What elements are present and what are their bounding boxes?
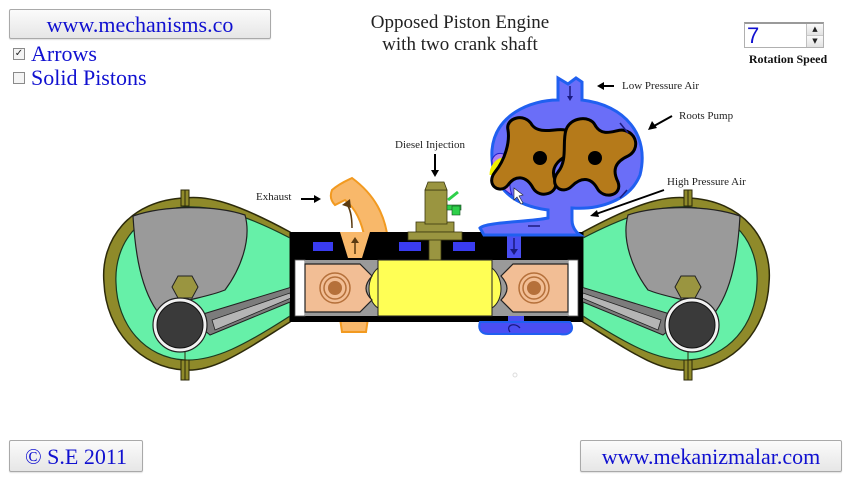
decrement-arrow-icon[interactable]: ▼ xyxy=(806,36,823,47)
left-crank-web xyxy=(132,207,248,317)
mekanizmalar-link-button[interactable]: www.mekanizmalar.com xyxy=(580,440,842,472)
left-crank-pin xyxy=(171,275,199,299)
mouse-cursor-icon xyxy=(513,187,524,205)
arrow-icon xyxy=(648,121,657,130)
arrows-checkbox[interactable]: ✓ xyxy=(13,48,25,60)
roots-pump-label: Roots Pump xyxy=(679,110,734,122)
rotation-speed-label: Rotation Speed xyxy=(748,52,828,66)
arrow-icon xyxy=(431,170,439,177)
arrow-icon xyxy=(314,195,321,203)
title-line-1: Opposed Piston Engine xyxy=(370,12,550,33)
right-crank-web xyxy=(625,207,741,317)
rotation-speed-stepper[interactable]: 7 ▲ ▼ xyxy=(744,22,824,48)
rotation-speed-value[interactable]: 7 xyxy=(747,23,760,48)
arrows-label: Arrows xyxy=(31,41,97,66)
right-crank-pin xyxy=(674,275,702,299)
high-pressure-air-label: High Pressure Air xyxy=(667,176,746,188)
solid-pistons-label: Solid Pistons xyxy=(31,65,147,90)
arrow-icon xyxy=(590,210,599,217)
copyright-button[interactable]: © S.E 2011 xyxy=(9,440,143,472)
arrows-option[interactable]: ✓ Arrows xyxy=(13,43,97,65)
diesel-injection-label: Diesel Injection xyxy=(395,139,465,151)
diesel-injector xyxy=(407,181,463,261)
increment-arrow-icon[interactable]: ▲ xyxy=(806,24,823,36)
arrow-icon xyxy=(597,82,604,90)
low-pressure-air-label: Low Pressure Air xyxy=(622,80,699,92)
page-title: Opposed Piston Engine with two crank sha… xyxy=(340,12,580,56)
exhaust-label: Exhaust xyxy=(256,191,292,203)
solid-pistons-option[interactable]: Solid Pistons xyxy=(13,67,147,89)
left-crankcase xyxy=(102,189,296,381)
solid-pistons-checkbox[interactable] xyxy=(13,72,25,84)
combustion-chamber xyxy=(377,259,493,317)
label-arrows xyxy=(301,82,673,217)
title-line-2: with two crank shaft xyxy=(382,34,538,55)
cylinder-block xyxy=(290,232,583,322)
right-crankcase xyxy=(577,189,771,381)
mechanisms-link-button[interactable]: www.mechanisms.co xyxy=(9,9,271,39)
roots-pump xyxy=(478,75,644,336)
